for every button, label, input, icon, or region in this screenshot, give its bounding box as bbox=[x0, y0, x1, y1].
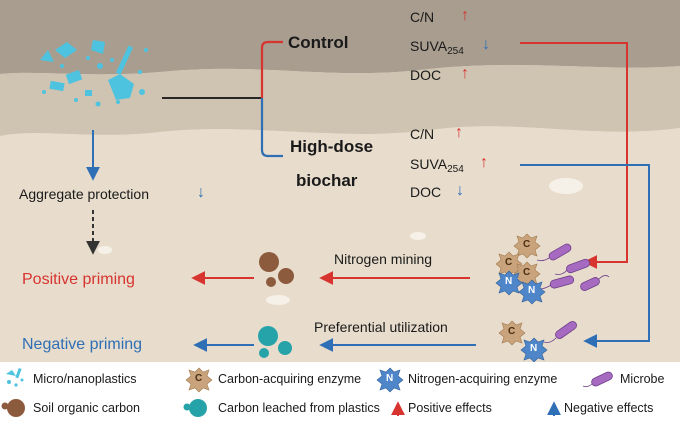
control-path-arrow bbox=[520, 42, 628, 269]
pebble bbox=[98, 246, 112, 254]
legend-soc-label: Soil organic carbon bbox=[33, 401, 141, 415]
biochar-cn-label: C/N bbox=[410, 126, 435, 142]
control-label: Control bbox=[288, 33, 349, 52]
microbe-lower bbox=[555, 321, 577, 339]
legend-microbe-label: Microbe bbox=[620, 372, 665, 386]
legend-c-enzyme-icon bbox=[185, 367, 213, 393]
control-doc-label: DOC bbox=[410, 67, 442, 83]
positive-priming-label: Positive priming bbox=[22, 271, 135, 288]
legend-c-enzyme-label: Carbon-acquiring enzyme bbox=[218, 372, 362, 386]
lower-soil-layer bbox=[0, 126, 680, 363]
microbe-flagella-lower bbox=[543, 337, 557, 343]
biochar-suva-up-arrow: ↑ bbox=[480, 154, 488, 171]
carbon-enzyme-icons bbox=[495, 233, 541, 346]
middle-soil-layer bbox=[0, 64, 680, 136]
aggregate-protection-label: Aggregate protection bbox=[19, 186, 149, 202]
control-cn-up-arrow: ↑ bbox=[461, 7, 469, 24]
control-suva-down-arrow: ↓ bbox=[482, 36, 490, 53]
legend-plastics-icon bbox=[6, 367, 24, 387]
high-dose-label: High-dose bbox=[290, 137, 374, 156]
control-bracket bbox=[260, 40, 283, 98]
preferential-utilization-label: Preferential utilization bbox=[314, 319, 448, 335]
control-cn-label: C/N bbox=[410, 9, 435, 25]
legend-positive-label: Positive effects bbox=[408, 401, 492, 415]
legend-leached-icon bbox=[183, 399, 207, 417]
enzyme-letter: N bbox=[505, 276, 513, 287]
negative-priming-label: Negative priming bbox=[22, 336, 143, 353]
biochar-path-arrow bbox=[520, 164, 650, 348]
pebble bbox=[266, 295, 290, 305]
legend-leached-label: Carbon leached from plastics bbox=[218, 401, 380, 415]
legend-negative-label: Negative effects bbox=[564, 401, 654, 415]
top-soil-layer bbox=[0, 0, 680, 75]
control-suva-label: SUVA254 bbox=[410, 38, 464, 57]
biochar-suva-label: SUVA254 bbox=[410, 156, 464, 175]
microbe-flagella-upper bbox=[536, 257, 610, 290]
control-doc-up-arrow: ↑ bbox=[461, 65, 469, 82]
legend-n-enzyme-label: Nitrogen-acquiring enzyme bbox=[408, 372, 558, 386]
enzyme-letter: C bbox=[505, 257, 513, 268]
legend-soc-icon bbox=[1, 399, 25, 417]
enzyme-letter: C bbox=[523, 239, 531, 250]
biochar-bracket bbox=[260, 98, 283, 158]
biochar-cn-up-arrow: ↑ bbox=[455, 124, 463, 141]
microplastics-cluster bbox=[40, 40, 148, 107]
legend-enzyme-letter: N bbox=[386, 373, 394, 384]
microbe-cluster-upper bbox=[548, 243, 600, 291]
legend-n-enzyme-icon bbox=[376, 367, 404, 393]
enzyme-letter: N bbox=[528, 285, 536, 296]
biochar-doc-label: DOC bbox=[410, 184, 442, 200]
pebble bbox=[410, 232, 426, 240]
nitrogen-mining-label: Nitrogen mining bbox=[334, 251, 433, 267]
pebble bbox=[549, 178, 583, 194]
legend-background bbox=[0, 362, 680, 423]
soil-organic-carbon-particles bbox=[259, 252, 294, 287]
enzyme-letter: C bbox=[508, 326, 516, 337]
aggregate-down-arrow: ↓ bbox=[197, 184, 205, 201]
biochar-doc-down-arrow: ↓ bbox=[456, 182, 464, 199]
legend-microbe-icon bbox=[582, 371, 613, 388]
enzyme-letter: N bbox=[530, 343, 538, 354]
nitrogen-enzyme-icons bbox=[495, 270, 548, 363]
biochar-label: biochar bbox=[296, 171, 358, 190]
enzyme-letter: C bbox=[523, 267, 531, 278]
legend-enzyme-letter: C bbox=[195, 373, 203, 384]
legend-plastics-label: Micro/nanoplastics bbox=[33, 372, 137, 386]
leached-carbon-particles bbox=[258, 326, 292, 358]
